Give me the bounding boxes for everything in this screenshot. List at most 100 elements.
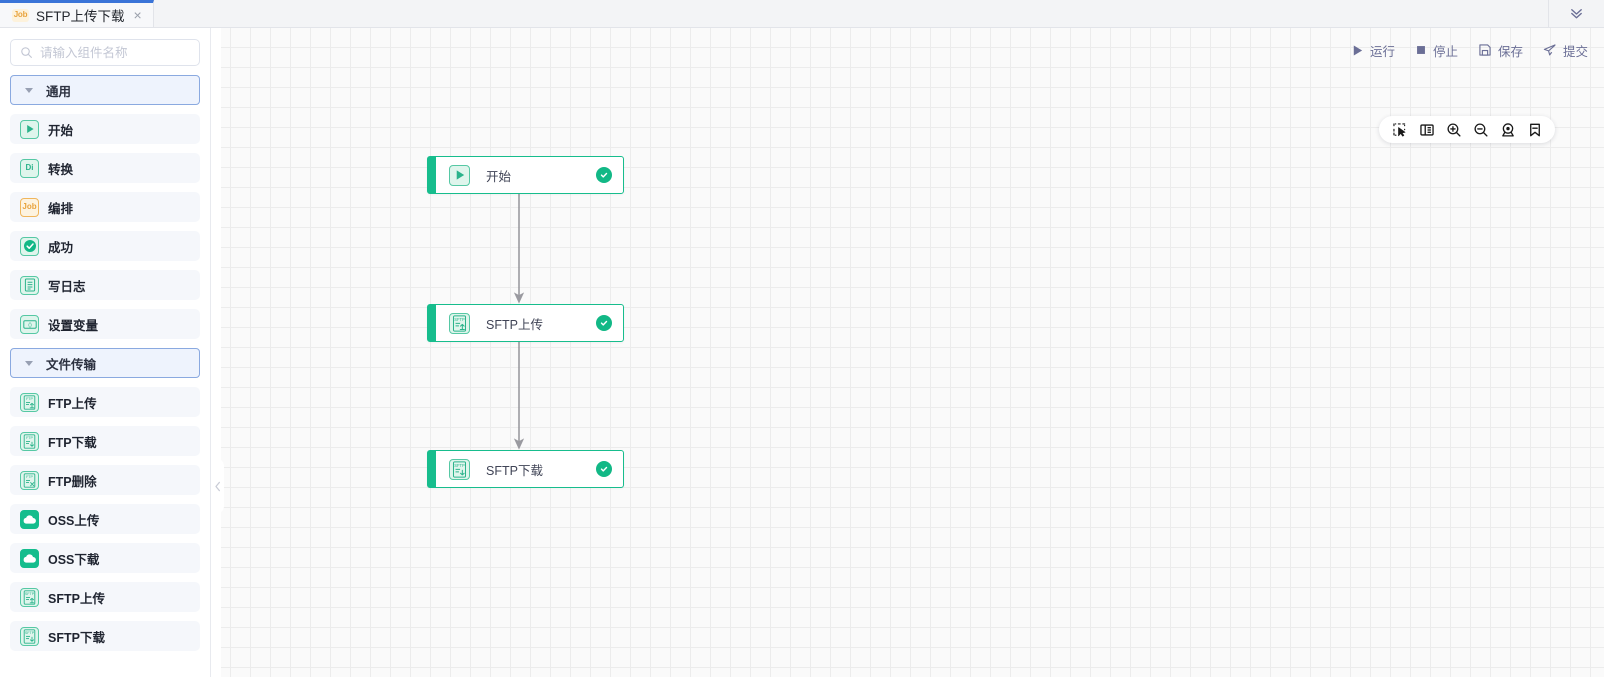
- svg-text:(): (): [28, 322, 32, 328]
- play-icon: [20, 119, 39, 139]
- palette-item-label: 写日志: [48, 279, 86, 294]
- fit-view-button[interactable]: [1494, 116, 1521, 143]
- log-file-icon: [20, 275, 39, 295]
- check-icon: [600, 466, 608, 472]
- job-icon: Job: [20, 197, 39, 217]
- doc-download-glyph: FTP: [23, 433, 36, 449]
- oss-download-icon: [20, 548, 39, 568]
- palette-group-label: 通用: [46, 84, 72, 99]
- oss-upload-icon: [20, 509, 39, 529]
- workspace: 通用开始Di转换Job编排成功写日志()设置变量文件传输FTPFTP上传FTPF…: [0, 28, 1604, 677]
- tab-bar: Job SFTP上传下载 ×: [0, 0, 1604, 28]
- toolbar-action-button[interactable]: 提交: [1543, 41, 1588, 60]
- zoom-out-icon: [1473, 122, 1488, 137]
- palette-group-header-1[interactable]: 文件传输: [10, 348, 200, 378]
- palette-item[interactable]: Job 编排: [10, 192, 200, 222]
- minimap-button[interactable]: [1521, 116, 1548, 143]
- flow-node[interactable]: SFTP SFTP上传: [427, 304, 624, 342]
- search-box[interactable]: [10, 39, 200, 66]
- palette-item[interactable]: SFTP SFTP上传: [10, 582, 200, 612]
- marquee-select-icon: [1392, 122, 1405, 137]
- toolbar-action-button[interactable]: 停止: [1415, 41, 1458, 60]
- svg-text:FTP: FTP: [26, 397, 33, 401]
- status-badge: [596, 315, 612, 331]
- search-container: [0, 28, 210, 75]
- variable-icon: (): [20, 314, 39, 334]
- status-badge: [596, 461, 612, 477]
- flow-node[interactable]: 开始: [427, 156, 624, 194]
- variable-glyph: (): [22, 319, 37, 329]
- palette-item-label: SFTP下载: [48, 630, 105, 645]
- palette-item[interactable]: FTP FTP删除: [10, 465, 200, 495]
- palette-item[interactable]: OSS下载: [10, 543, 200, 573]
- save-icon: [1479, 44, 1491, 56]
- sidebar-collapse-handle[interactable]: [211, 458, 224, 514]
- palette-item-label: FTP删除: [48, 474, 97, 489]
- palette-item-label: 成功: [48, 240, 74, 255]
- palette-item[interactable]: FTP FTP下载: [10, 426, 200, 456]
- cloud-upload-glyph: [23, 514, 36, 524]
- ftp-upload-icon: FTP: [20, 392, 39, 412]
- palette-group-label: 文件传输: [46, 357, 97, 372]
- fit-view-icon: [1501, 122, 1514, 137]
- doc-upload-glyph: SFTP: [23, 589, 36, 605]
- select-tool-button[interactable]: [1386, 116, 1413, 143]
- palette-item[interactable]: 写日志: [10, 270, 200, 300]
- svg-text:SFTP: SFTP: [25, 631, 35, 635]
- close-icon[interactable]: ×: [133, 7, 142, 23]
- send-icon: [1543, 44, 1556, 56]
- palette-item[interactable]: SFTP SFTP下载: [10, 621, 200, 651]
- toolbar-action-label: 保存: [1497, 44, 1523, 59]
- palette-item-label: FTP下载: [48, 435, 97, 450]
- toolbar-action-label: 运行: [1369, 44, 1395, 59]
- toolbar-action-button[interactable]: 保存: [1478, 41, 1523, 60]
- play-glyph: [456, 170, 464, 180]
- sftp-download-icon: SFTP: [20, 626, 39, 646]
- palette-group-header-0[interactable]: 通用: [10, 75, 200, 105]
- palette-item-label: SFTP上传: [48, 591, 105, 606]
- doc-download-glyph: SFTP: [452, 460, 467, 478]
- zoom-out-button[interactable]: [1467, 116, 1494, 143]
- palette-item-label: 开始: [48, 123, 74, 138]
- palette-item-label: 转换: [48, 162, 74, 177]
- search-icon: [21, 47, 32, 58]
- palette-item-label: OSS上传: [48, 513, 100, 528]
- play-glyph: [26, 125, 34, 133]
- svg-text:SFTP: SFTP: [454, 316, 465, 321]
- search-input[interactable]: [40, 45, 190, 60]
- palette-item-label: 编排: [48, 201, 74, 216]
- toolbar-action-button[interactable]: 运行: [1351, 41, 1395, 60]
- check-icon: [600, 320, 608, 326]
- palette-item[interactable]: 开始: [10, 114, 200, 144]
- svg-text:SFTP: SFTP: [25, 592, 35, 596]
- svg-text:SFTP: SFTP: [454, 462, 465, 467]
- canvas-grid: [211, 28, 1604, 677]
- zoom-in-button[interactable]: [1440, 116, 1467, 143]
- chevron-left-icon: [214, 481, 220, 491]
- play-icon: [1353, 44, 1363, 56]
- flow-node-label: SFTP上传: [486, 317, 543, 332]
- cloud-download-glyph: [23, 553, 36, 563]
- tab-bar-spacer: [154, 0, 1548, 27]
- tab-overflow-button[interactable]: [1548, 0, 1604, 27]
- doc-glyph: [24, 278, 35, 292]
- canvas-toolbar: [1379, 116, 1555, 143]
- palette-item[interactable]: 成功: [10, 231, 200, 261]
- flow-node-label: 开始: [486, 169, 512, 184]
- tab-sftp-upload-download[interactable]: Job SFTP上传下载 ×: [0, 0, 154, 27]
- layout-tool-button[interactable]: [1413, 116, 1440, 143]
- zoom-in-icon: [1446, 122, 1461, 137]
- tab-title: SFTP上传下载: [36, 9, 125, 24]
- palette-item[interactable]: OSS上传: [10, 504, 200, 534]
- chevron-down-icon: [25, 360, 33, 366]
- sftp-download-icon: SFTP: [449, 458, 470, 480]
- doc-delete-glyph: FTP: [23, 472, 36, 488]
- palette-item[interactable]: ()设置变量: [10, 309, 200, 339]
- double-chevron-down-icon: [1571, 9, 1582, 19]
